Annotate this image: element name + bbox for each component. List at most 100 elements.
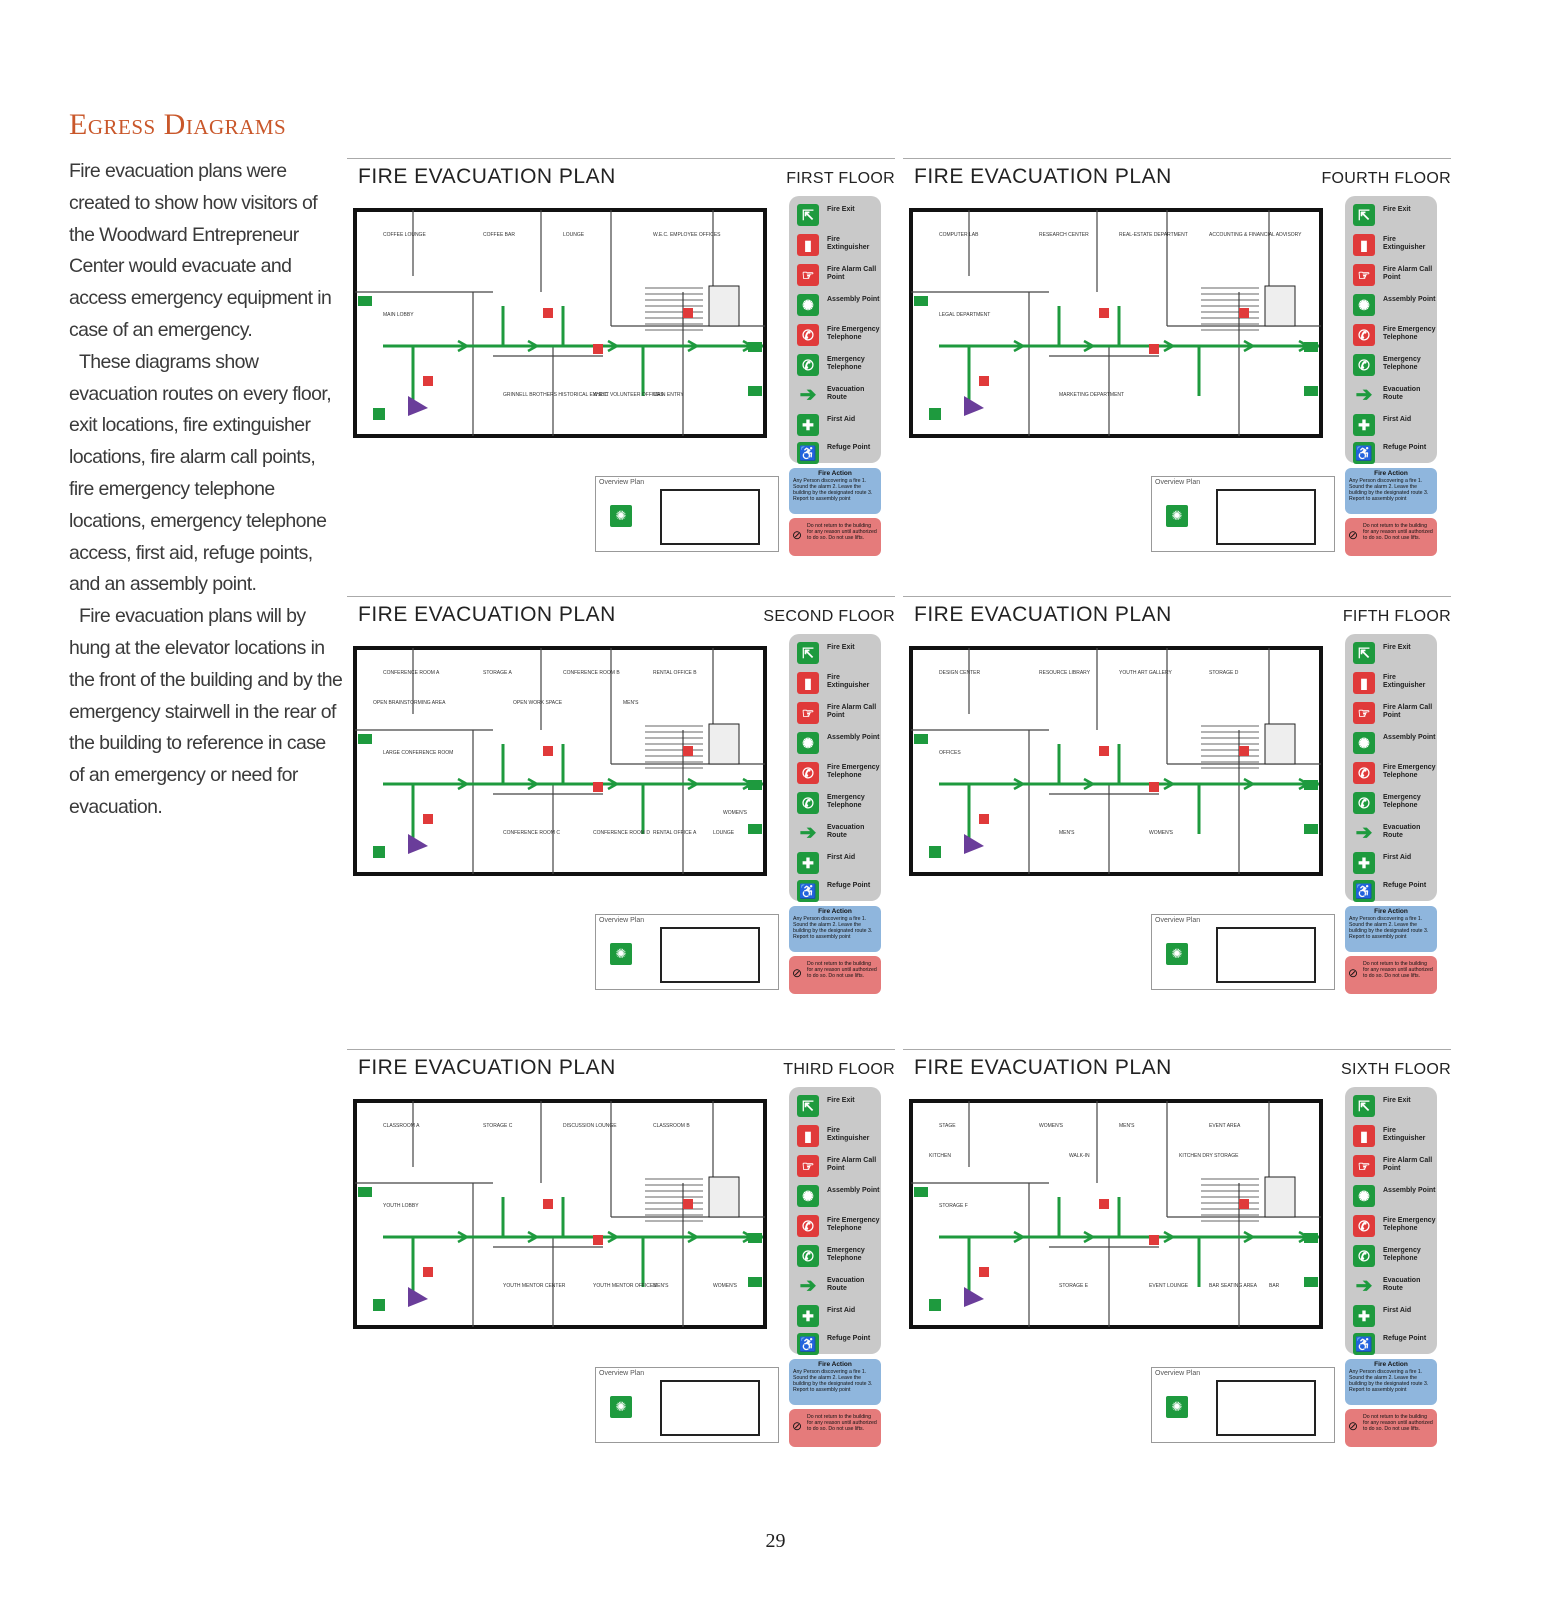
refuge-point-icon: ♿ <box>797 442 819 464</box>
refuge-point-mark <box>373 846 385 858</box>
legend-item: ☞Fire Alarm Call Point <box>1353 1155 1437 1179</box>
you-are-here-mark <box>964 396 984 416</box>
fire-exit-mark <box>358 296 372 306</box>
fire-extinguisher-mark <box>423 814 433 824</box>
room-label: COFFEE BAR <box>483 232 515 238</box>
legend-label: Fire Extinguisher <box>827 674 870 689</box>
fire-extinguisher-mark <box>979 1267 989 1277</box>
legend-item: ♿ Refuge Point <box>1353 880 1437 904</box>
legend-label: Refuge Point <box>1383 882 1427 889</box>
first-aid-icon: ✚ <box>797 1305 819 1327</box>
legend-label: Fire Exit <box>827 1097 855 1104</box>
legend-item: ⇱Fire Exit <box>797 204 881 228</box>
you-are-here-mark <box>408 1287 428 1307</box>
emergency-telephone-icon: ✆ <box>1353 792 1375 814</box>
legend-item: ☞Fire Alarm Call Point <box>797 702 881 726</box>
fire-exit-mark <box>1304 342 1318 352</box>
room-label: WOMEN'S <box>713 1283 738 1289</box>
fire-extinguisher-mark <box>1239 746 1249 756</box>
intro-paragraph-2: These diagrams show evacuation routes on… <box>69 350 332 596</box>
legend-item: ☞Fire Alarm Call Point <box>1353 702 1437 726</box>
legend-label: Fire Alarm Call Point <box>827 266 877 281</box>
room-label: CLASSROOM A <box>383 1123 420 1129</box>
fire-extinguisher-mark <box>543 1199 553 1209</box>
fire-extinguisher-mark <box>1149 344 1159 354</box>
legend-item: ⇱Fire Exit <box>797 1095 881 1119</box>
evacuation-arrow-mark <box>1083 1230 1096 1244</box>
room-label: LOUNGE <box>713 830 735 836</box>
legend-item: ✆Emergency Telephone <box>1353 792 1437 816</box>
refuge-point-mark <box>929 1299 941 1311</box>
fire-extinguisher-mark <box>1099 746 1109 756</box>
legend-item: ♿Refuge Point <box>797 442 881 466</box>
legend-label: Assembly Point <box>827 734 880 741</box>
legend-label: First Aid <box>1383 854 1412 861</box>
overview-label: Overview Plan <box>599 1370 645 1377</box>
first-aid-icon: ✚ <box>1353 414 1375 436</box>
refuge-point-mark <box>373 1299 385 1311</box>
stairwell <box>1201 1178 1259 1222</box>
fire-action-title: Fire Action <box>818 1361 852 1368</box>
evacuation-arrow-mark <box>687 339 700 353</box>
legend-label: Fire Alarm Call Point <box>827 704 877 719</box>
assembly-point-icon: ✺ <box>610 943 632 965</box>
legend-label: Emergency Telephone <box>827 794 865 809</box>
legend-item: ➔Evacuation Route <box>1353 822 1437 846</box>
fire-extinguisher-icon: ▮ <box>1353 1125 1375 1147</box>
legend-label: Fire Emergency Telephone <box>827 326 880 341</box>
legend-label: Fire Emergency Telephone <box>827 764 880 779</box>
elevator-core <box>1264 285 1296 327</box>
assembly-point-icon: ✺ <box>1166 1396 1188 1418</box>
refuge-point-icon: ♿ <box>797 880 819 902</box>
fire-extinguisher-mark <box>1099 1199 1109 1209</box>
fire-extinguisher-icon: ▮ <box>797 672 819 694</box>
first-aid-icon: ✚ <box>1353 852 1375 874</box>
refuge-point-icon: ♿ <box>1353 1333 1375 1355</box>
room-label: REAL-ESTATE DEPARTMENT <box>1119 232 1188 238</box>
fire-action-body: Any Person discovering a fire 1. Sound t… <box>1349 1369 1429 1393</box>
building-outline <box>909 1099 1323 1329</box>
fire-extinguisher-mark <box>1149 1235 1159 1245</box>
room-label: STAGE <box>939 1123 956 1129</box>
no-return-text: Do not return to the building for any re… <box>807 1414 877 1432</box>
refuge-point-icon: ♿ <box>797 1333 819 1355</box>
evacuation-arrow-mark <box>457 339 470 353</box>
refuge-point-icon: ♿ <box>1353 880 1375 902</box>
legend-panel: ⇱Fire Exit▮Fire Extinguisher☞Fire Alarm … <box>1345 1087 1437 1355</box>
fire-exit-icon: ⇱ <box>1353 204 1375 226</box>
legend-item: ☞Fire Alarm Call Point <box>797 1155 881 1179</box>
legend-panel: ⇱Fire Exit▮Fire Extinguisher☞Fire Alarm … <box>1345 634 1437 904</box>
overview-label: Overview Plan <box>599 917 645 924</box>
fire-action-title: Fire Action <box>1374 470 1408 477</box>
fire-exit-mark <box>1304 1277 1318 1287</box>
legend-label: First Aid <box>827 416 856 423</box>
you-are-here-mark <box>964 1287 984 1307</box>
fire-action-title: Fire Action <box>818 908 852 915</box>
evacuation-arrow-mark <box>527 339 540 353</box>
room-label: YOUTH MENTOR CENTER <box>503 1283 566 1289</box>
assembly-point-icon: ✺ <box>797 732 819 754</box>
page-number: 29 <box>765 1530 786 1552</box>
fire-extinguisher-mark <box>593 782 603 792</box>
prohibited-icon: ⊘ <box>792 528 803 542</box>
evacuation-arrow-mark <box>457 777 470 791</box>
prohibited-icon: ⊘ <box>1348 1419 1359 1433</box>
room-label: CONFERENCE ROOM A <box>383 670 440 676</box>
panel-divider <box>903 158 1451 159</box>
legend-item: ✺Assembly Point <box>1353 732 1437 756</box>
evacuation-arrow-mark <box>607 339 620 353</box>
legend-item: ⇱Fire Exit <box>797 642 881 666</box>
overview-building-outline <box>660 489 760 545</box>
legend-item: ♿Refuge Point <box>797 1333 881 1357</box>
legend-label: Fire Alarm Call Point <box>1383 704 1433 719</box>
legend-item: ⇱Fire Exit <box>1353 204 1437 228</box>
you-are-here-mark <box>964 834 984 854</box>
no-return-text: Do not return to the building for any re… <box>1363 1414 1433 1432</box>
fire-telephone-icon: ✆ <box>1353 1215 1375 1237</box>
legend-label: Fire Exit <box>827 644 855 651</box>
